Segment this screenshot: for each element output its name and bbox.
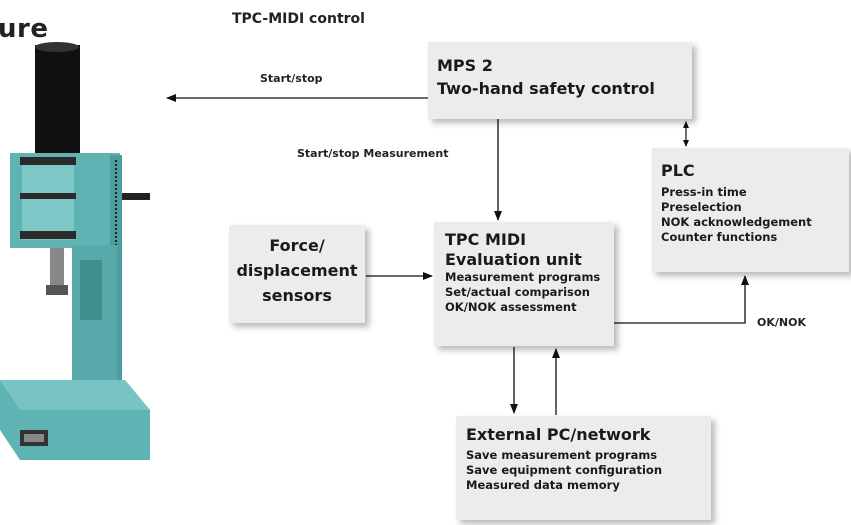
arrow-ok-nok [614,275,749,324]
plc-item: Press-in time [661,185,747,199]
plc-item: Counter functions [661,230,778,244]
diagram-title: TPC-MIDI control [232,11,365,27]
tpc-midi-title: TPC MIDI [445,230,527,249]
external-pc-item: Save measurement programs [466,448,658,462]
plc-title: PLC [661,161,695,180]
external-pc-item: Save equipment configuration [466,463,663,477]
external-pc-item: Measured data memory [466,478,620,492]
tpc-midi-item: Measurement programs [445,270,601,284]
external-pc-box: External PC/network Save measurement pro… [456,416,711,520]
label-ok-nok: OK/NOK [757,316,806,329]
sensors-line: displacement [236,261,358,280]
plc-item: NOK acknowledgement [661,215,812,229]
tpc-midi-subtitle: Evaluation unit [445,250,582,269]
page-title: ure [0,14,49,44]
press-illustration [0,42,150,460]
mps2-subtitle: Two-hand safety control [437,79,655,98]
mps2-title: MPS 2 [437,56,493,75]
mps2-box: MPS 2 Two-hand safety control [428,42,692,119]
external-pc-title: External PC/network [466,425,651,444]
label-start-stop-measurement: Start/stop Measurement [297,147,449,160]
tpc-midi-box: TPC MIDI Evaluation unit Measurement pro… [434,222,614,346]
plc-box: PLC Press-in time Preselection NOK ackno… [652,148,849,272]
sensors-line: sensors [262,286,332,305]
tpc-midi-item: OK/NOK assessment [445,300,577,314]
sensors-line: Force/ [269,236,325,255]
label-start-stop: Start/stop [260,72,323,85]
tpc-midi-item: Set/actual comparison [445,285,590,299]
sensors-box: Force/ displacement sensors [229,225,365,323]
plc-item: Preselection [661,200,742,214]
